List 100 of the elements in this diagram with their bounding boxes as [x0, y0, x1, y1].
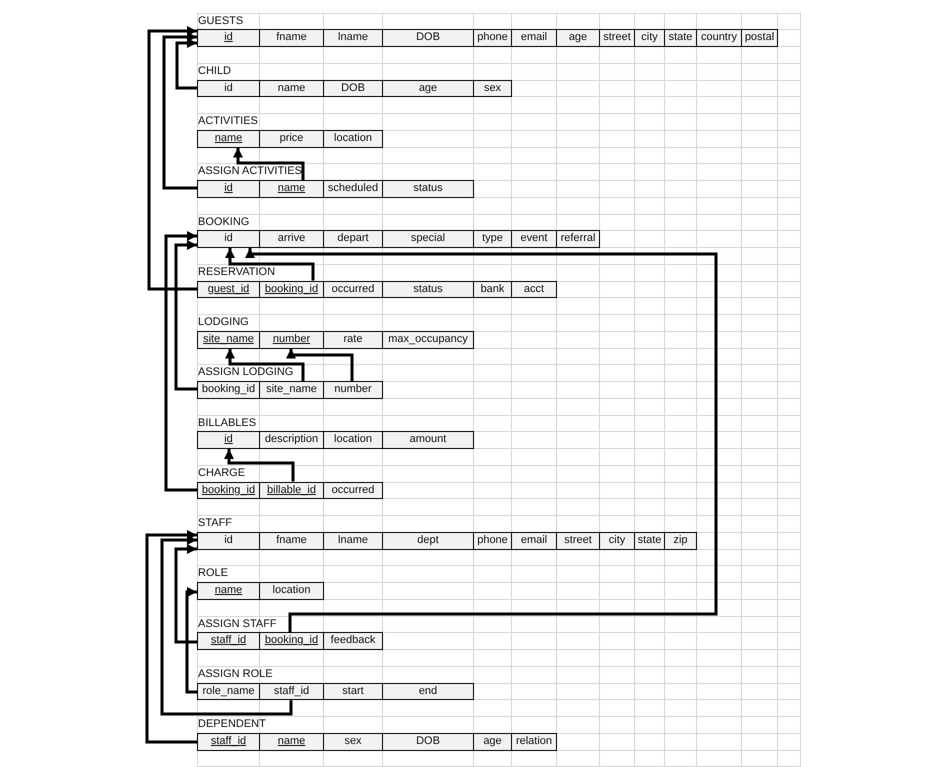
column-cell: state: [664, 29, 697, 48]
column-cell: acct: [511, 280, 557, 298]
table: [197, 163, 474, 198]
column-cell: city: [634, 29, 665, 48]
table: [197, 314, 474, 349]
column-cell: city: [599, 532, 635, 550]
column-cell: relation: [511, 732, 557, 751]
column-cell: number: [323, 381, 383, 399]
table-name: BILLABLES: [198, 416, 256, 429]
table-name: ASSIGN ACTIVITIES: [198, 165, 302, 178]
column-cell: age: [382, 80, 474, 98]
table: [197, 565, 324, 600]
column-cell: booking_id: [197, 482, 260, 500]
column-cell: phone: [473, 532, 512, 550]
column-cell: referral: [556, 230, 600, 248]
column-cell: sex: [473, 80, 512, 98]
table: [197, 716, 557, 751]
table-name: DEPENDENT: [198, 718, 266, 730]
arrow: [186, 587, 197, 694]
column-cell: booking_id: [259, 280, 324, 298]
column-cell: name: [197, 582, 260, 600]
column-cell: postal: [741, 29, 778, 48]
column-cell: booking_id: [259, 632, 324, 650]
table: [197, 113, 383, 148]
column-cell: max_occupancy: [382, 330, 474, 349]
column-cell: status: [382, 280, 474, 298]
column-cell: bank: [473, 280, 512, 298]
table-name: ROLE: [198, 567, 228, 580]
column-cell: lname: [323, 532, 383, 550]
column-cell: description: [259, 431, 324, 450]
column-cell: scheduled: [323, 180, 383, 198]
table-name: RESERVATION: [198, 266, 276, 278]
column-cell: amount: [382, 431, 474, 450]
column-cell: type: [473, 230, 512, 248]
table-name: CHARGE: [198, 466, 246, 479]
column-cell: site_name: [197, 330, 260, 349]
arrow: [233, 148, 304, 180]
column-cell: id: [197, 29, 260, 48]
column-cell: id: [197, 230, 260, 248]
column-cell: number: [259, 330, 324, 349]
column-cell: price: [259, 130, 324, 148]
column-cell: email: [511, 29, 557, 48]
column-cell: name: [259, 180, 324, 198]
column-cell: id: [197, 532, 260, 550]
column-cell: age: [473, 732, 512, 751]
column-cell: event: [511, 230, 557, 248]
table-name: ACTIVITIES: [198, 115, 258, 128]
column-cell: staff_id: [197, 632, 260, 650]
column-cell: name: [197, 130, 260, 148]
column-cell: special: [382, 230, 474, 248]
column-cell: arrive: [259, 230, 324, 248]
column-cell: feedback: [323, 632, 383, 650]
column-cell: end: [382, 682, 474, 700]
column-cell: country: [696, 29, 742, 48]
column-cell: occurred: [323, 280, 383, 298]
column-cell: id: [197, 431, 260, 450]
column-cell: rate: [323, 330, 383, 349]
arrow: [162, 32, 197, 190]
arrow: [245, 246, 718, 632]
table-name: BOOKING: [198, 216, 250, 228]
table-name: ASSIGN STAFF: [198, 618, 277, 630]
table-name: ASSIGN LODGING: [198, 366, 294, 378]
arrow: [225, 248, 314, 281]
column-cell: name: [259, 80, 324, 98]
column-cell: role_name: [197, 682, 260, 700]
column-cell: id: [197, 80, 260, 98]
table-name: STAFF: [198, 517, 232, 530]
column-cell: sex: [323, 732, 383, 751]
arrow: [286, 348, 354, 382]
column-cell: dept: [382, 532, 474, 550]
column-cell: fname: [259, 29, 324, 48]
column-cell: DOB: [382, 732, 474, 751]
arrow: [174, 240, 197, 390]
table-name: CHILD: [198, 64, 232, 77]
table-name: LODGING: [198, 316, 249, 328]
column-cell: site_name: [259, 381, 324, 399]
arrow: [176, 38, 197, 90]
column-cell: billable_id: [259, 482, 324, 500]
column-cell: booking_id: [197, 381, 260, 399]
arrow: [164, 231, 197, 492]
column-cell: staff_id: [259, 682, 324, 700]
column-cell: fname: [259, 532, 324, 550]
column-cell: DOB: [382, 29, 474, 48]
column-cell: lname: [323, 29, 383, 48]
column-cell: guest_id: [197, 280, 260, 298]
column-cell: staff_id: [197, 732, 260, 751]
column-cell: status: [382, 180, 474, 198]
arrow: [225, 348, 304, 382]
column-cell: location: [323, 431, 383, 450]
table: [197, 364, 383, 399]
column-cell: occurred: [323, 482, 383, 500]
column-cell: start: [323, 682, 383, 700]
column-cell: name: [259, 732, 324, 751]
arrow: [174, 544, 197, 644]
column-cell: location: [323, 130, 383, 148]
table-name: GUESTS: [198, 14, 244, 27]
table: [197, 515, 697, 550]
column-cell: location: [259, 582, 324, 600]
arrow: [148, 26, 197, 290]
column-cell: street: [599, 29, 635, 48]
